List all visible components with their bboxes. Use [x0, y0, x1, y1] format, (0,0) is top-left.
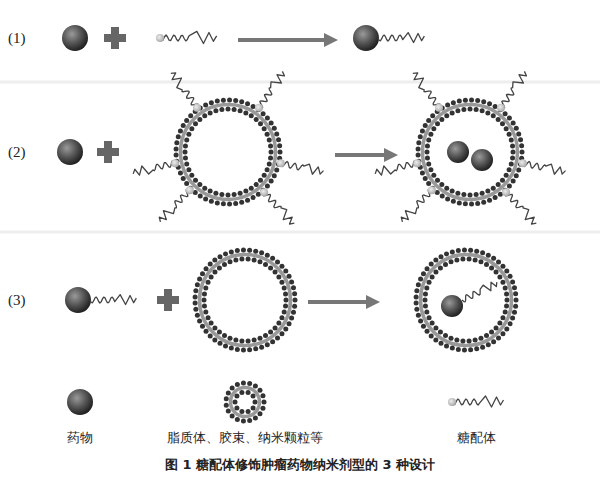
glycoligand [160, 31, 217, 43]
ligand-head [186, 186, 194, 194]
glycoligand [133, 161, 175, 175]
ligand-head [260, 188, 268, 196]
ligand-head [435, 104, 443, 112]
ligand-head [156, 34, 164, 42]
glycoligand [159, 189, 190, 222]
ligand-head [502, 188, 510, 196]
ligand-head [448, 398, 456, 406]
ligand-head [255, 104, 263, 112]
glycoligand [171, 73, 198, 108]
row-number: (2) [8, 144, 26, 161]
band-line [0, 81, 600, 84]
glycoligand [523, 162, 566, 175]
reaction-arrow [308, 295, 380, 309]
drug-sphere [65, 287, 91, 313]
ligand-head [519, 159, 527, 167]
nanocarrier [414, 248, 519, 353]
glycoligand [413, 73, 440, 108]
glycoligand [462, 282, 497, 302]
glycoligand [452, 396, 504, 407]
nanocarrier [224, 381, 267, 424]
nanocarrier [174, 98, 283, 207]
nanocarrier [416, 98, 525, 207]
reaction-arrow [238, 33, 338, 47]
plus-sign [97, 141, 119, 163]
ligand-head [171, 159, 179, 167]
drug-sphere [353, 25, 379, 51]
ligand-head [193, 104, 201, 112]
glycoligand [281, 162, 324, 175]
plus-sign [157, 289, 179, 311]
figure-caption: 图 1 糖配体修饰肿瘤药物纳米剂型的 3 种设计 [165, 456, 435, 474]
ligand-head [277, 159, 285, 167]
reaction-arrow [335, 148, 398, 162]
drug-sphere [447, 141, 469, 163]
nanocarrier [193, 248, 298, 353]
glycoligand [259, 71, 284, 108]
ligand-head [428, 186, 436, 194]
ligand-head [497, 104, 505, 112]
glycoligand [401, 189, 432, 222]
plus-sign [104, 27, 126, 49]
glycoligand [263, 192, 294, 224]
legend-text: 糖配体 [457, 429, 496, 447]
row-number: (1) [8, 30, 26, 47]
legend-text: 药物 [67, 429, 93, 447]
row-number: (3) [8, 292, 26, 309]
drug-sphere [441, 295, 463, 317]
ligand-head [413, 159, 421, 167]
drug-sphere [57, 139, 83, 165]
glycoligand [505, 192, 536, 224]
glycoligand [378, 33, 424, 43]
glycoligand [501, 71, 526, 108]
legend-text: 脂质体、胶束、纳米颗粒等 [167, 429, 323, 447]
band-line [0, 231, 600, 234]
glycoligand [90, 295, 136, 305]
drug-sphere [62, 25, 88, 51]
drug-sphere [67, 389, 93, 415]
glycoligand [375, 161, 417, 175]
drug-sphere [471, 149, 493, 171]
